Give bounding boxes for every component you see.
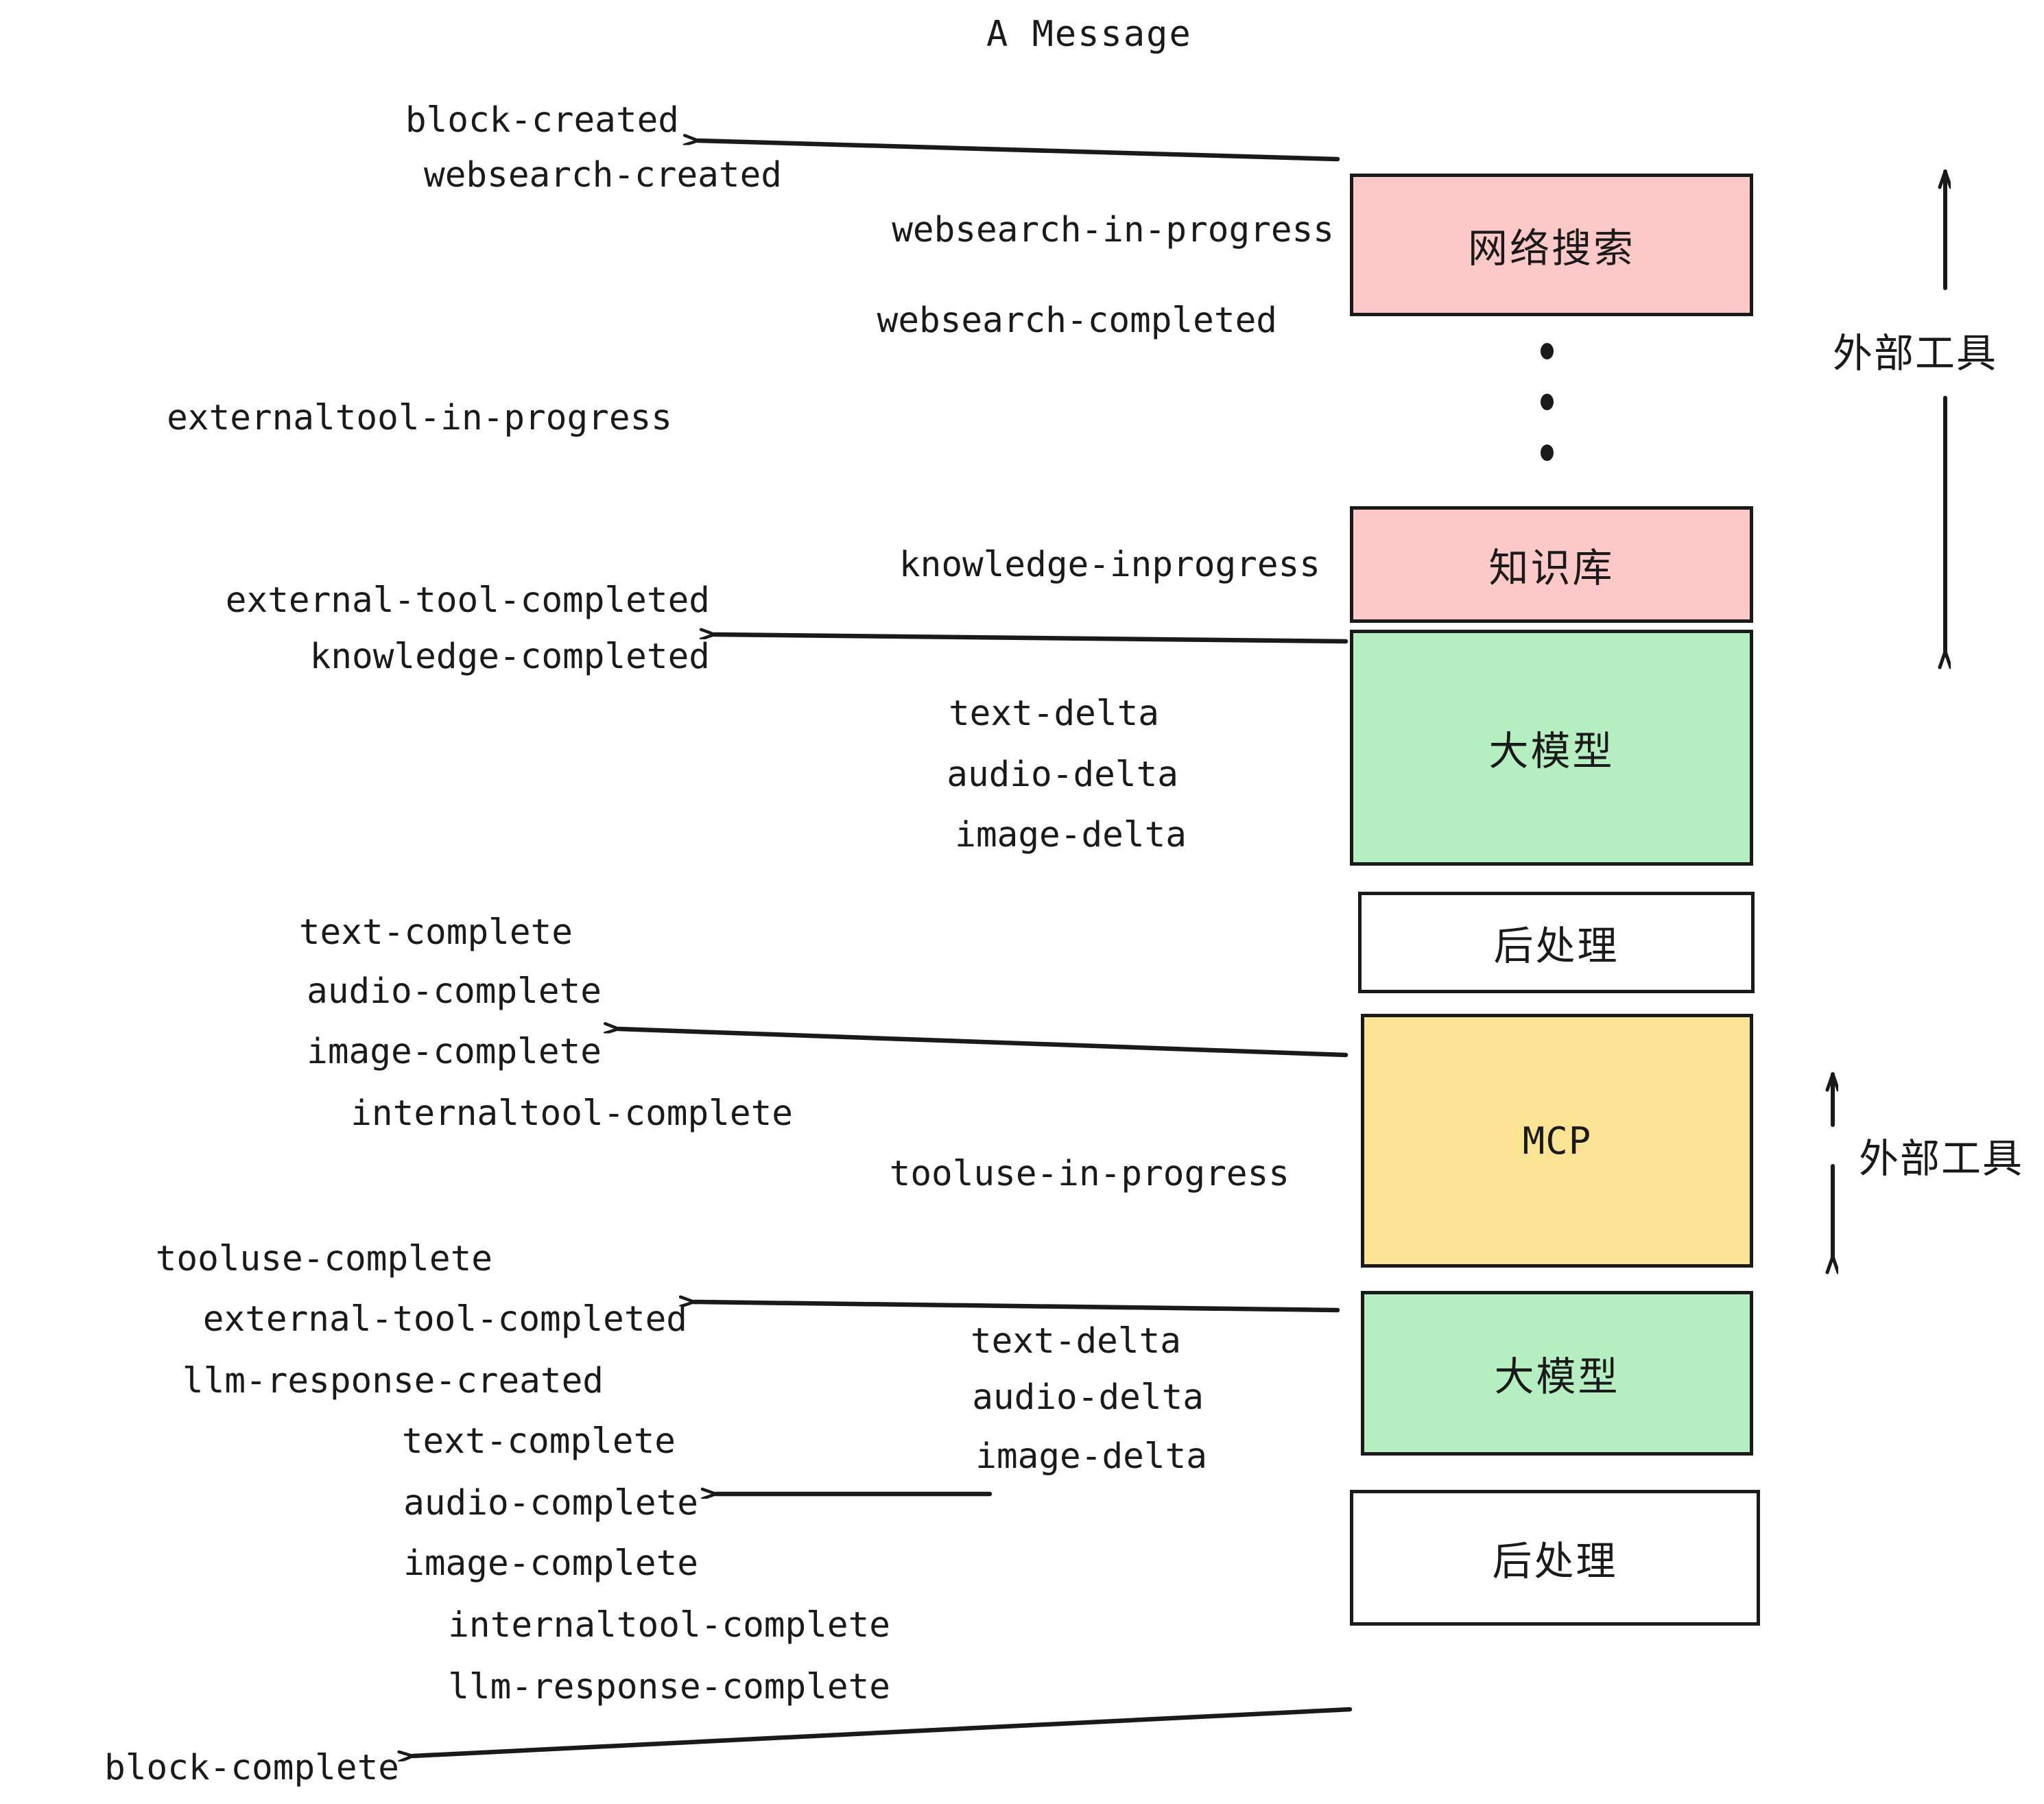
event-label-image-complete-second: image-complete bbox=[403, 1543, 698, 1584]
ellipsis-dot bbox=[1540, 444, 1554, 461]
event-label-tooluse-complete: tooluse-complete bbox=[155, 1239, 492, 1279]
node-label: 网络搜索 bbox=[1467, 225, 1635, 272]
event-label-internaltool-complete-second: internaltool-complete bbox=[448, 1605, 890, 1646]
node-label: 知识库 bbox=[1488, 545, 1615, 591]
event-label-image-delta-second: image-delta bbox=[975, 1436, 1207, 1477]
node-mcp[interactable]: MCP bbox=[1361, 1014, 1753, 1268]
arrow-block-created bbox=[698, 141, 1340, 162]
event-label-block-created: block-created bbox=[405, 100, 679, 141]
event-label-text-complete-first: text-complete bbox=[298, 912, 573, 953]
event-label-websearch-in-progress: websearch-in-progress bbox=[892, 210, 1334, 250]
arrow-knowledge-completed bbox=[715, 634, 1348, 644]
diagram-title: A Message bbox=[986, 14, 1192, 55]
event-label-external-tool-completed-second: external-tool-completed bbox=[202, 1299, 687, 1340]
arrow-tooluse-complete bbox=[694, 1302, 1340, 1313]
event-label-audio-complete-first: audio-complete bbox=[307, 971, 602, 1012]
node-label: MCP bbox=[1522, 1119, 1592, 1163]
event-label-image-delta-first: image-delta bbox=[955, 815, 1187, 855]
event-label-text-delta-first: text-delta bbox=[948, 693, 1159, 734]
event-label-text-delta-second: text-delta bbox=[970, 1321, 1181, 1362]
event-label-tooluse-in-progress: tooluse-in-progress bbox=[889, 1154, 1290, 1194]
event-label-websearch-completed: websearch-completed bbox=[877, 300, 1277, 341]
node-label: 大模型 bbox=[1494, 1353, 1620, 1400]
event-label-text-complete-second: text-complete bbox=[401, 1421, 676, 1462]
event-label-knowledge-completed: knowledge-completed bbox=[309, 637, 710, 677]
node-llm-second[interactable]: 大模型 bbox=[1361, 1291, 1753, 1456]
event-label-externaltool-in-progress: externaltool-in-progress bbox=[167, 398, 672, 438]
event-label-audio-delta-second: audio-delta bbox=[972, 1377, 1204, 1418]
arrow-block-complete bbox=[413, 1707, 1353, 1756]
event-label-block-complete: block-complete bbox=[104, 1748, 399, 1788]
side-annotation-external-tool-top: 外部工具 bbox=[1833, 330, 1998, 377]
event-label-websearch-created: websearch-created bbox=[424, 155, 782, 195]
event-label-llm-response-complete: llm-response-complete bbox=[448, 1667, 890, 1707]
node-label: 后处理 bbox=[1492, 1538, 1618, 1585]
node-knowledge[interactable]: 知识库 bbox=[1350, 506, 1753, 623]
node-postprocess-second[interactable]: 后处理 bbox=[1350, 1490, 1760, 1626]
node-websearch[interactable]: 网络搜索 bbox=[1350, 174, 1753, 316]
side-annotation-external-tool-bottom: 外部工具 bbox=[1859, 1135, 2024, 1182]
ellipsis-dot bbox=[1540, 343, 1554, 359]
node-label: 后处理 bbox=[1493, 923, 1619, 969]
arrow-image-complete bbox=[619, 1029, 1348, 1058]
event-label-llm-response-created: llm-response-created bbox=[182, 1361, 604, 1401]
event-label-internaltool-complete-first: internaltool-complete bbox=[350, 1093, 793, 1134]
ellipsis-dot bbox=[1540, 394, 1554, 410]
event-label-audio-complete-second: audio-complete bbox=[403, 1483, 698, 1523]
ellipsis-dots bbox=[1538, 343, 1555, 461]
event-label-external-tool-completed-first: external-tool-completed bbox=[225, 580, 710, 621]
event-label-knowledge-inprogress: knowledge-inprogress bbox=[899, 545, 1320, 585]
event-label-audio-delta-first: audio-delta bbox=[947, 755, 1178, 795]
node-postprocess-first[interactable]: 后处理 bbox=[1358, 892, 1755, 993]
node-label: 大模型 bbox=[1488, 728, 1615, 774]
event-label-image-complete-first: image-complete bbox=[307, 1032, 602, 1072]
node-llm-first[interactable]: 大模型 bbox=[1350, 630, 1753, 866]
